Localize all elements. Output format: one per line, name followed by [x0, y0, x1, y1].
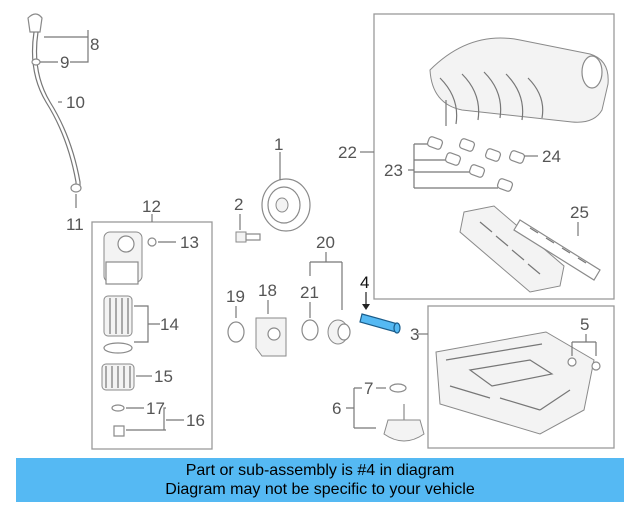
lower-manifold-drawing	[459, 205, 565, 293]
part-label-10: 10	[66, 93, 85, 112]
part-info-banner: Part or sub-assembly is #4 in diagram Di…	[16, 458, 624, 502]
o-ring-17-drawing	[111, 404, 125, 412]
adapter-20-drawing	[327, 319, 351, 345]
part-label-7: 7	[364, 379, 373, 398]
part-label-12: 12	[142, 197, 161, 216]
part-label-21: 21	[300, 283, 319, 302]
part-label-23: 23	[384, 161, 403, 180]
part-label-9: 9	[60, 53, 69, 72]
part-label-2: 2	[234, 195, 243, 214]
crank-pulley-drawing	[261, 178, 311, 232]
drain-plug-5a-drawing	[567, 357, 577, 367]
oil-filter-element-drawing	[103, 295, 133, 354]
gaskets-23-drawing	[426, 136, 526, 192]
part-label-1: 1	[274, 135, 283, 154]
dipstick-drawing	[27, 13, 89, 208]
oil-pan-drawing	[435, 331, 595, 435]
part-label-3: 3	[410, 325, 419, 344]
part-label-11: 11	[66, 215, 84, 234]
part-label-16: 16	[186, 411, 205, 430]
part-label-6: 6	[332, 399, 341, 418]
part-label-24: 24	[542, 147, 561, 166]
intake-manifold-group-box	[373, 13, 615, 300]
part-label-15: 15	[154, 367, 173, 386]
intake-manifold-drawing	[429, 37, 609, 126]
part-label-22: 22	[338, 143, 357, 162]
drain-plug-5b-drawing	[591, 361, 601, 371]
plug-13-drawing	[147, 237, 157, 247]
oil-filter-cap-drawing	[101, 363, 135, 391]
oil-pan-group-box	[427, 305, 615, 449]
banner-line-part: Part or sub-assembly is #4 in diagram	[185, 462, 455, 479]
oil-pressure-sender-6-drawing	[383, 404, 425, 442]
part-label-17: 17	[146, 399, 165, 418]
part-label-25: 25	[570, 203, 589, 222]
pulley-bolt-drawing	[235, 231, 261, 243]
o-ring-7-drawing	[389, 383, 407, 393]
seal-19-drawing	[227, 321, 245, 343]
part-label-20: 20	[316, 233, 335, 252]
part-label-14: 14	[160, 315, 179, 334]
part-label-4: 4	[360, 273, 369, 292]
part-label-13: 13	[180, 233, 199, 252]
part-4-highlighted-drawing	[359, 313, 401, 334]
part-label-18: 18	[258, 281, 277, 300]
part-label-19: 19	[226, 287, 245, 306]
part-label-8: 8	[90, 35, 99, 54]
banner-line-disclaimer: Diagram may not be specific to your vehi…	[165, 481, 475, 498]
seal-21-drawing	[301, 319, 319, 341]
part-label-5: 5	[580, 315, 589, 334]
oil-filter-housing-drawing	[103, 231, 143, 285]
oil-cooler-18-drawing	[255, 317, 287, 357]
gasket-set-25-drawing	[513, 219, 601, 281]
drain-plug-16-drawing	[113, 425, 125, 437]
